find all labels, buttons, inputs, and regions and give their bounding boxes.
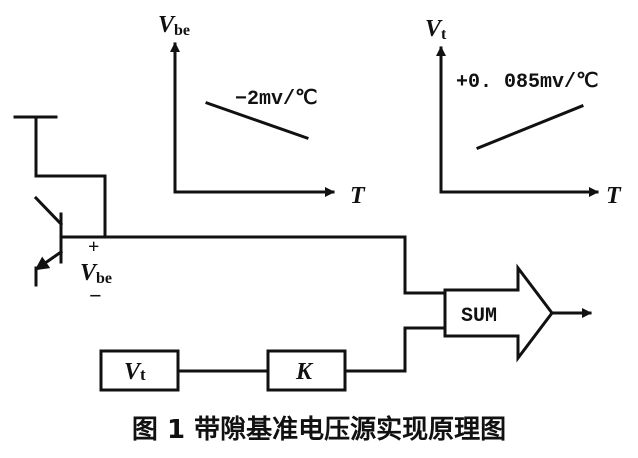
vbe-slope-line bbox=[205, 101, 309, 140]
vt-temperature-graph: Vt T +0. 085mv/℃ bbox=[425, 16, 622, 209]
k-block: K bbox=[266, 349, 347, 392]
vbe-graph-x-label: T bbox=[350, 183, 366, 209]
emitter-lead bbox=[34, 249, 64, 271]
sum-label: SUM bbox=[461, 305, 497, 328]
vt-block-label: Vt bbox=[124, 359, 146, 385]
k-block-box bbox=[266, 349, 347, 392]
vbe-plus-sign: + bbox=[88, 236, 99, 258]
vt-slope-line bbox=[476, 104, 584, 150]
vbe-minus-sign: − bbox=[89, 283, 102, 308]
sum-block: SUM bbox=[443, 263, 554, 363]
vt-block-box bbox=[99, 349, 180, 392]
vt-slope-label: +0. 085mv/℃ bbox=[456, 71, 598, 94]
vt-graph-x-label: T bbox=[606, 183, 622, 209]
vbe-temperature-graph: Vbe T −2mv/℃ bbox=[158, 12, 366, 209]
vbe-slope-label: −2mv/℃ bbox=[235, 88, 317, 111]
vt-graph-y-label: Vt bbox=[425, 16, 447, 43]
vbe-graph-y-label: Vbe bbox=[158, 12, 190, 39]
collector-diagonal bbox=[33, 195, 64, 227]
k-block-label: K bbox=[295, 359, 314, 385]
figure-caption: 图 1 带隙基准电压源实现原理图 bbox=[132, 414, 506, 445]
pnp-transistor: + Vbe − bbox=[13, 115, 112, 308]
vbe-label: Vbe bbox=[80, 260, 112, 287]
vt-block: Vt bbox=[99, 349, 180, 392]
sum-block-shape bbox=[443, 263, 554, 363]
signal-wires bbox=[59, 235, 592, 373]
